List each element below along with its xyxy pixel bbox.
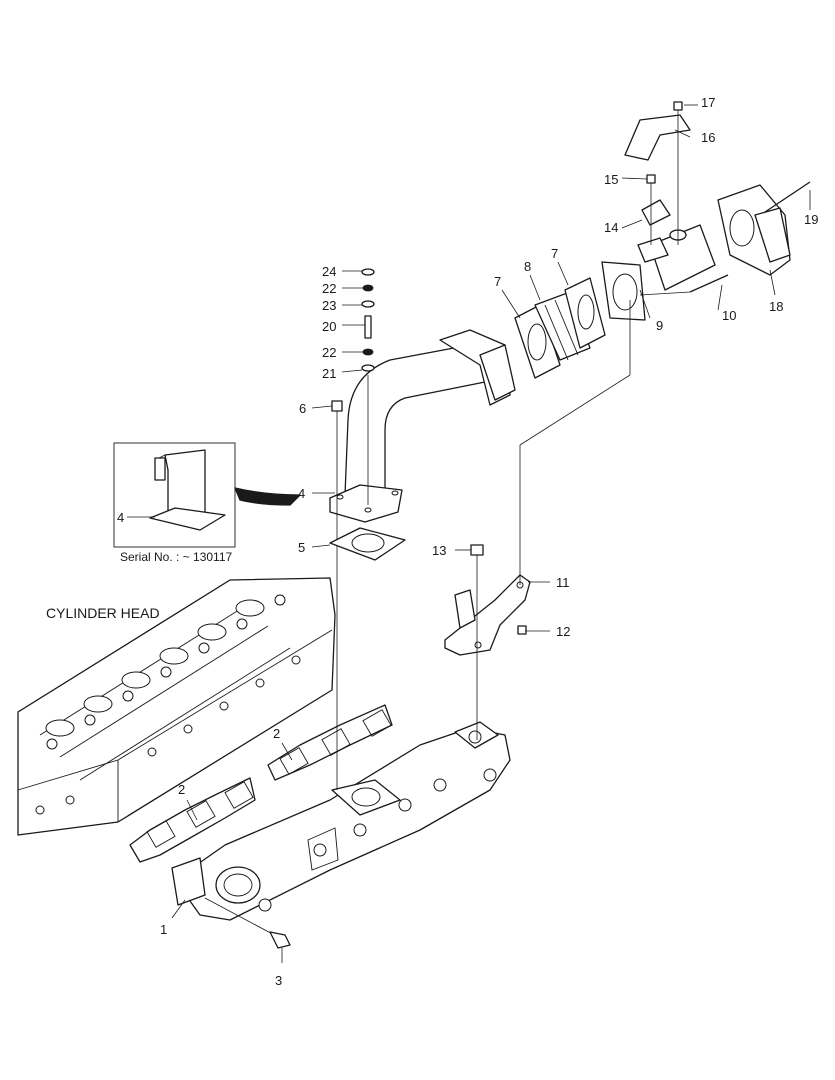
leader-lines	[127, 104, 811, 963]
callout-21: 21	[322, 366, 336, 381]
callouts: 1 2 2 3 4 4 5 6 7 7 8 9 10 11 12 13 14 1…	[117, 95, 818, 988]
manifold-gaskets	[129, 704, 393, 863]
egr-cooler-8	[534, 291, 591, 361]
bracket-16	[624, 114, 691, 161]
callout-23: 23	[322, 298, 336, 313]
gasket-7-left	[514, 304, 561, 379]
bracket-line-2	[519, 374, 631, 446]
callout-3: 3	[275, 973, 282, 988]
callout-4-main: 4	[298, 486, 305, 501]
callout-12: 12	[556, 624, 570, 639]
bolt-17	[673, 101, 683, 245]
bolt-12	[517, 625, 527, 635]
callout-17: 17	[701, 95, 715, 110]
callout-11: 11	[556, 575, 570, 590]
callout-2-right: 2	[273, 726, 280, 741]
callout-4-inset: 4	[117, 510, 124, 525]
callout-20: 20	[322, 319, 336, 334]
exhaust-elbow-pipe	[329, 329, 516, 523]
gasket-7-right	[564, 277, 606, 349]
serial-number-note: Serial No. : ~ 130117	[120, 550, 233, 564]
callout-6: 6	[299, 401, 306, 416]
callout-2-left: 2	[178, 782, 185, 797]
bolt-10	[639, 274, 729, 296]
callout-13: 13	[432, 543, 446, 558]
callout-14: 14	[604, 220, 618, 235]
callout-7-right: 7	[551, 246, 558, 261]
bracket-11	[444, 574, 531, 656]
cylinder-head-ports	[35, 594, 301, 815]
egr-valve-pipe	[637, 224, 716, 291]
callout-15: 15	[604, 172, 618, 187]
callout-22-bottom: 22	[322, 345, 336, 360]
inset-detail	[113, 442, 301, 548]
callout-7-left: 7	[494, 274, 501, 289]
egr-valve-18	[717, 184, 791, 276]
sensor-14	[641, 199, 671, 226]
callout-9: 9	[656, 318, 663, 333]
callout-24: 24	[322, 264, 336, 279]
bolt-19	[764, 181, 811, 213]
cylinder-head-label: CYLINDER HEAD	[46, 605, 160, 621]
gasket-9	[601, 261, 646, 321]
callout-10: 10	[722, 308, 736, 323]
callout-16: 16	[701, 130, 715, 145]
bolt-3	[204, 897, 291, 949]
exhaust-manifold	[171, 721, 511, 921]
callout-19: 19	[804, 212, 818, 227]
callout-8: 8	[524, 259, 531, 274]
callout-5: 5	[298, 540, 305, 555]
cylinder-head	[17, 577, 336, 836]
callout-22-top: 22	[322, 281, 336, 296]
gasket-5	[329, 527, 406, 561]
stud-and-washers	[361, 268, 375, 505]
callout-18: 18	[769, 299, 783, 314]
callout-1: 1	[160, 922, 167, 937]
